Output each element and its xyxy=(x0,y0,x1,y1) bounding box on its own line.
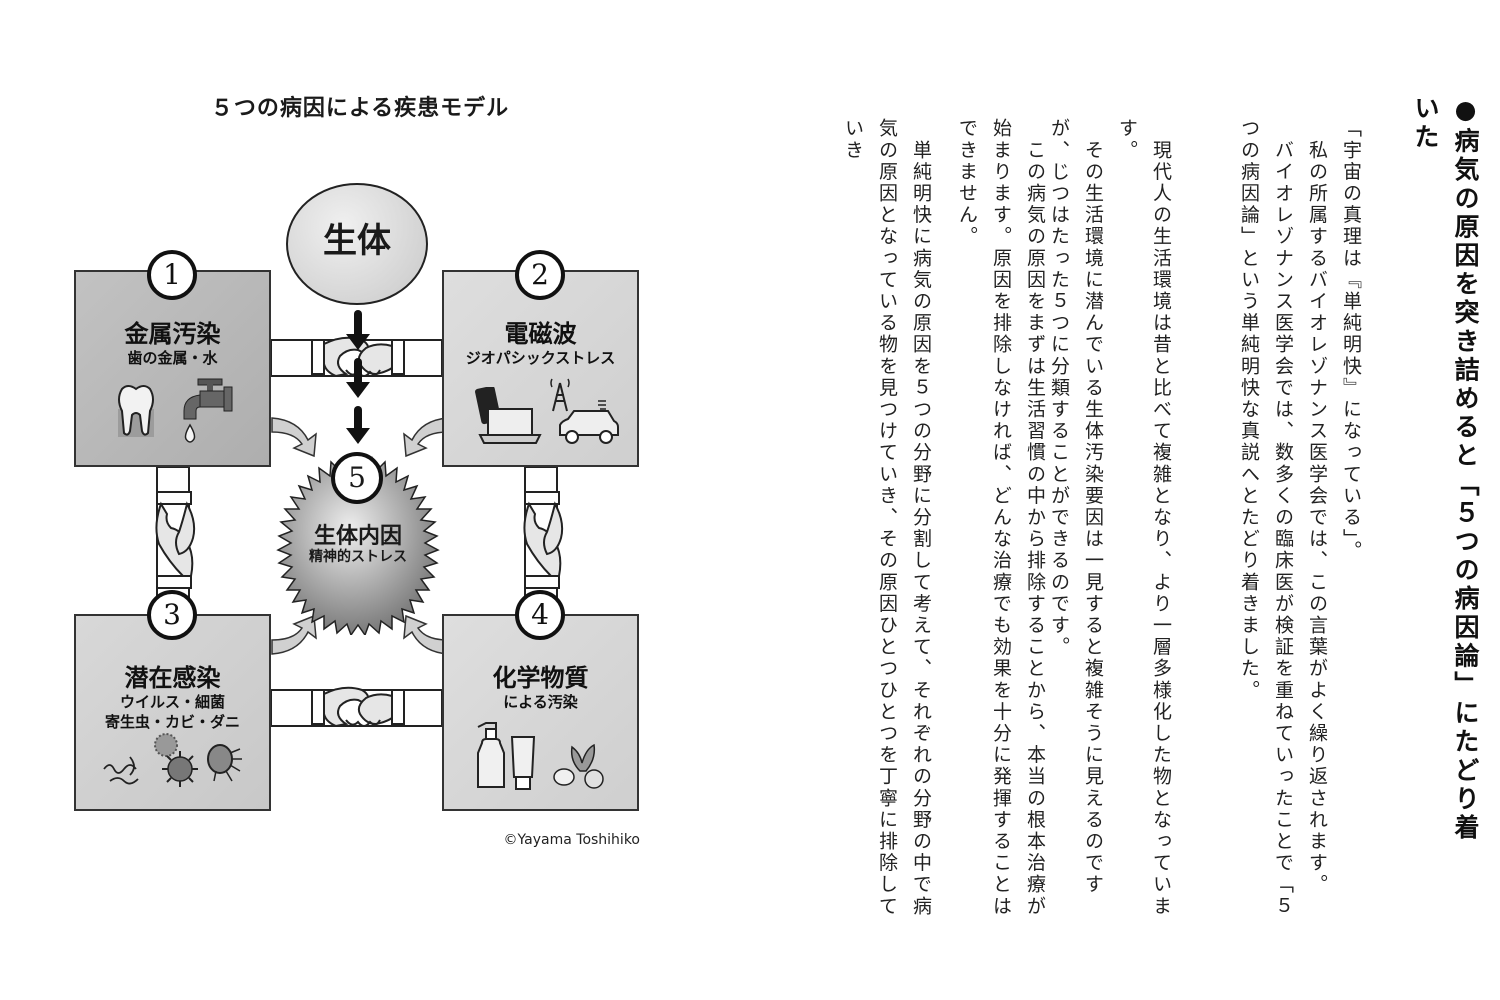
number-badge-5: 5 xyxy=(331,452,383,504)
paragraph: 単純明快に病気の原因を５つの分野に分割して考えて、それぞれの分野の中で病気の原因… xyxy=(842,118,932,918)
curved-arrow-icon xyxy=(271,614,317,655)
curved-arrow-icon xyxy=(403,417,449,458)
paragraph-block-3: この病気の原因をまずは生活習慣の中から排除することから、本当の根本治療が始まりま… xyxy=(948,118,1052,918)
cause-box-electromagnetic: 電磁波 ジオパシックストレス xyxy=(442,270,639,467)
paragraph: 「宇宙の真理は『単純明快』になっている」。 xyxy=(1340,118,1362,563)
paragraph: その生活環境に潜んでいる生体汚染要因は一見すると複雑そうに見えるのですが、じつは… xyxy=(1048,118,1104,896)
curved-arrow-icon xyxy=(403,614,449,655)
water-drop-icon xyxy=(184,423,196,443)
center-title: 生体内因 xyxy=(313,524,402,549)
handshake-icon xyxy=(523,491,564,589)
copyright-text: ©Yayama Toshihiko xyxy=(503,832,640,848)
paragraph-block-4: 単純明快に病気の原因を５つの分野に分割して考えて、それぞれの分野の中で病気の原因… xyxy=(842,118,938,918)
bacteria-icon xyxy=(154,733,178,757)
article-heading: ●病気の原因を突き詰めると「５つの病因論」にたどり着いた xyxy=(1411,95,1480,843)
starburst-shape xyxy=(276,455,440,635)
diagram-page: ５つの病因による疾患モデル 生体 xyxy=(74,95,640,848)
number-badge-4: 4 xyxy=(515,590,565,640)
cause-title: 金属汚染 xyxy=(124,320,221,348)
cause-title: 化学物質 xyxy=(492,664,589,692)
worm-icon xyxy=(103,756,139,785)
number-badge-3: 3 xyxy=(147,590,197,640)
faucet-icon xyxy=(183,378,233,443)
center-subtitle: 精神的ストレス xyxy=(309,549,407,565)
antenna-tower-icon xyxy=(550,378,570,412)
paragraph: 私の所属するバイオレゾナンス医学会では、この言葉がよく繰り返されます。 xyxy=(1306,118,1328,896)
virus-icon xyxy=(162,751,198,787)
cause-box-latent-infection: 潜在感染 ウイルス・細菌 寄生虫・カビ・ダニ xyxy=(74,614,271,811)
handshake-icon xyxy=(155,491,196,589)
mite-icon xyxy=(207,744,242,782)
number-badge-1: 1 xyxy=(147,250,197,300)
down-arrow-icon xyxy=(346,310,370,444)
number-badge-2: 2 xyxy=(515,250,565,300)
laptop-icon xyxy=(475,387,542,444)
diagram-title: ５つの病因による疾患モデル xyxy=(210,95,510,121)
cause-subtitle: ウイルス・細菌 寄生虫・カビ・ダニ xyxy=(76,692,269,732)
vegetable-icon xyxy=(553,743,604,789)
tooth-icon xyxy=(118,385,154,437)
cause-subtitle-line: 寄生虫・カビ・ダニ xyxy=(104,713,240,731)
cause-subtitle: による汚染 xyxy=(503,693,578,711)
cause-subtitle-line: ウイルス・細菌 xyxy=(119,693,225,711)
paragraph: 現代人の生活環境は昔と比べて複雑となり、より一層多様化した物となっています。 xyxy=(1116,118,1172,918)
fruit-icon xyxy=(553,768,575,786)
cause-title: 電磁波 xyxy=(504,320,577,348)
curved-arrow-icon xyxy=(271,417,317,458)
body-circle: 生体 xyxy=(286,183,428,305)
paragraph-block-1: 「宇宙の真理は『単純明快』になっている」。 私の所属するバイオレゾナンス医学会で… xyxy=(1228,118,1368,918)
cause-subtitle: 歯の金属・水 xyxy=(127,349,218,367)
cause-subtitle: ジオパシックストレス xyxy=(465,349,616,367)
tube-icon xyxy=(510,736,536,790)
pump-bottle-icon xyxy=(477,722,505,788)
paragraph: この病気の原因をまずは生活習慣の中から排除することから、本当の根本治療が始まりま… xyxy=(956,118,1046,918)
paragraph-block-2: 現代人の生活環境は昔と比べて複雑となり、より一層多様化した物となっています。 そ… xyxy=(1048,118,1178,918)
paragraph: バイオレゾナンス医学会では、数多くの臨床医が検証を重ねていったことで「５つの病因… xyxy=(1238,118,1294,918)
car-icon xyxy=(559,400,619,444)
cause-box-chemical: 化学物質 による汚染 xyxy=(442,614,639,811)
cause-box-metal-pollution: 金属汚染 歯の金属・水 xyxy=(74,270,271,467)
cause-title: 潜在感染 xyxy=(124,664,221,692)
handshake-icon xyxy=(311,686,405,728)
